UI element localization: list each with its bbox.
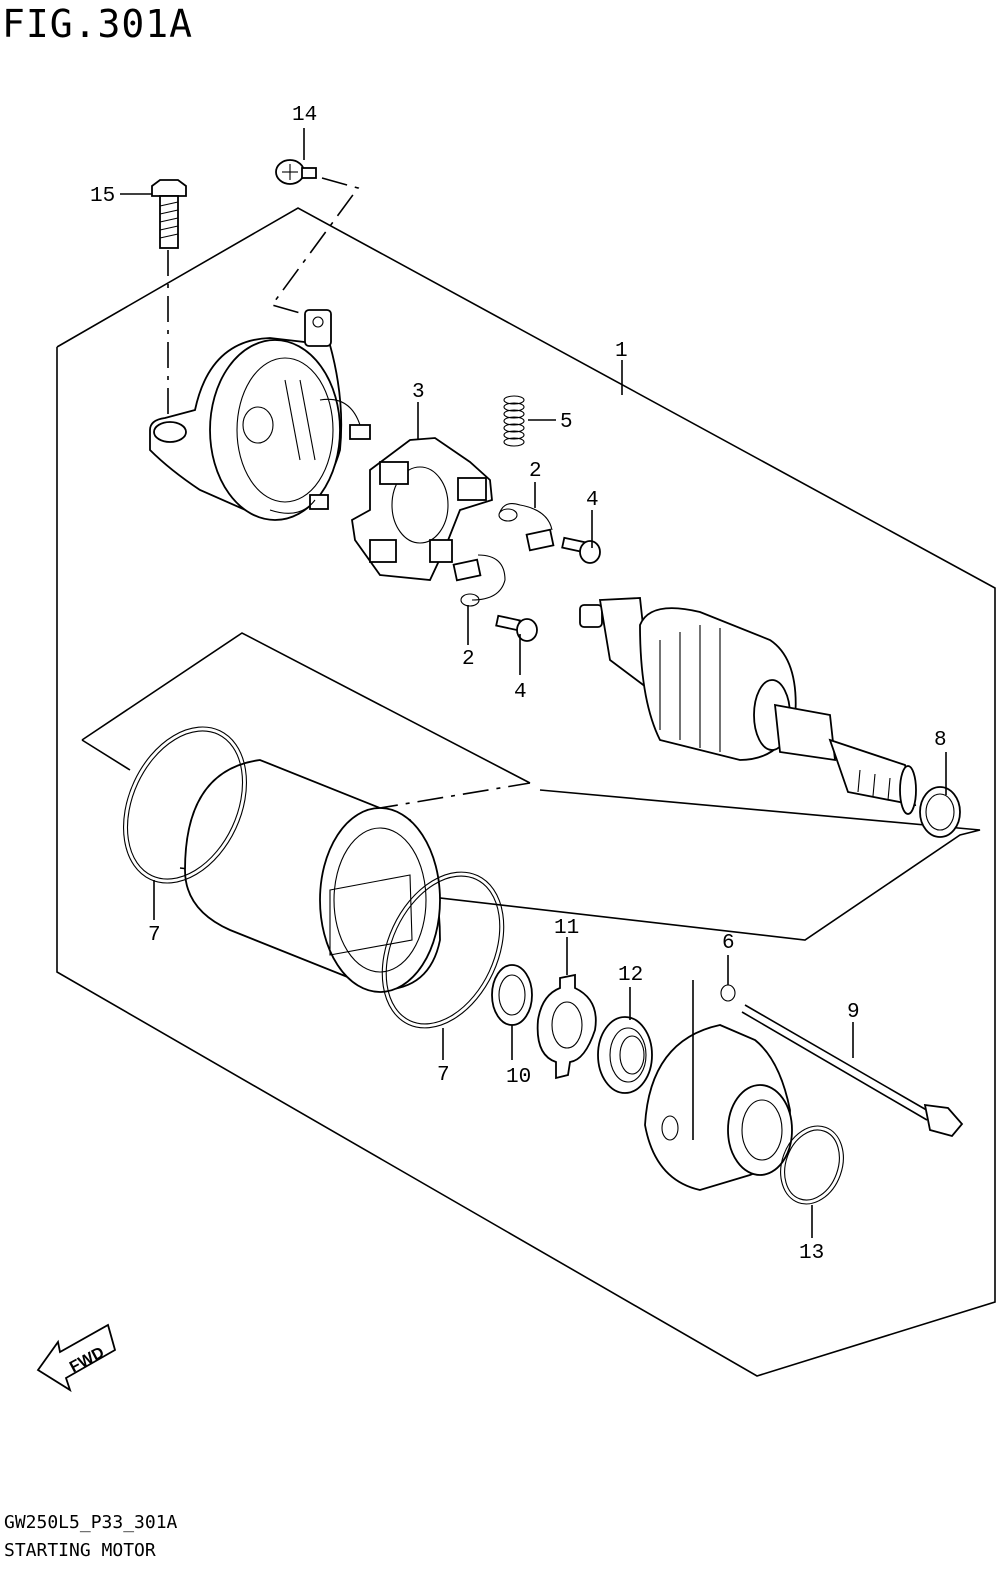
callout-10: 8	[934, 729, 947, 752]
brush-part-2-lower[interactable]	[452, 554, 506, 607]
callout-labels: 14 15 1 3 5 2 4 2 4 8 7 11 6 12 9 7 10 1…	[90, 104, 947, 1265]
footer-name: STARTING MOTOR	[4, 1540, 156, 1561]
callout-9: 10	[506, 1066, 531, 1089]
footer-code: GW250L5_P33_301A	[4, 1512, 178, 1533]
screw-part-4-lower[interactable]	[495, 614, 538, 642]
bolt-part-15[interactable]	[151, 179, 187, 420]
callout-13: 13	[799, 1242, 824, 1265]
o-ring-part-6[interactable]	[720, 984, 736, 1002]
callout-8: 9	[847, 1001, 860, 1024]
lock-plate-part-11[interactable]	[536, 973, 597, 1080]
callout-14: 14	[292, 104, 317, 127]
o-ring-part-7-left[interactable]	[100, 707, 271, 903]
callout-12: 12	[618, 964, 643, 987]
callout-15: 15	[90, 185, 115, 208]
rear-cover[interactable]	[149, 309, 371, 521]
brush-part-2-upper[interactable]	[498, 503, 555, 552]
bolt-part-8[interactable]	[741, 1004, 964, 1138]
yoke[interactable]	[184, 759, 441, 993]
callout-1: 1	[615, 340, 628, 363]
o-ring-part-13[interactable]	[770, 1117, 854, 1213]
armature[interactable]	[579, 597, 917, 815]
leader-lines	[120, 128, 947, 1238]
callout-7-left: 7	[148, 924, 161, 947]
callout-4-upper: 4	[586, 489, 599, 512]
figure-title: FIG.301A	[2, 2, 194, 46]
callout-2-upper: 2	[529, 460, 542, 483]
screw-part-4-upper[interactable]	[561, 536, 601, 564]
screw-part-14[interactable]	[270, 159, 360, 319]
assembly-outline	[56, 207, 996, 1377]
callout-11: 11	[554, 917, 579, 940]
front-cover[interactable]	[644, 980, 793, 1191]
callout-5: 5	[560, 411, 573, 434]
washer-part-9[interactable]	[491, 964, 533, 1026]
fwd-arrow-icon: FWD	[36, 1323, 117, 1393]
spring-part-5[interactable]	[503, 395, 525, 447]
callout-4-lower: 4	[514, 681, 527, 704]
circlip-part-10[interactable]	[919, 786, 961, 838]
callout-6: 6	[722, 932, 735, 955]
callout-2-lower: 2	[462, 648, 475, 671]
oil-seal-part-12[interactable]	[597, 1016, 653, 1094]
o-ring-part-7-right[interactable]	[358, 852, 527, 1047]
callout-7-right: 7	[437, 1064, 450, 1087]
brush-holder-part-3[interactable]	[351, 437, 493, 581]
callout-3: 3	[412, 381, 425, 404]
